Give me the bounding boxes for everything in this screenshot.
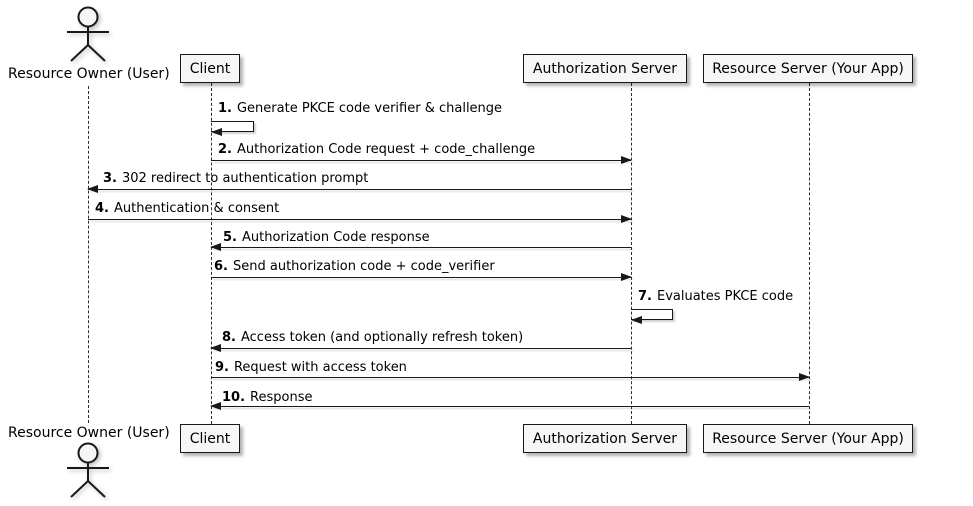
message-label-8: 8.Access token (and optionally refresh t… xyxy=(222,330,524,345)
message-self-arrow-7 xyxy=(631,309,673,324)
message-label-2: 2.Authorization Code request + code_chal… xyxy=(218,142,536,157)
lifeline-client xyxy=(211,83,212,424)
arrowhead-left-icon xyxy=(211,128,222,136)
message-label-4: 4.Authentication & consent xyxy=(95,201,280,216)
arrowhead-left-icon xyxy=(87,185,98,193)
message-self-arrow-1 xyxy=(211,121,254,136)
actor-figure-icon xyxy=(67,442,109,498)
message-label-6: 6.Send authorization code + code_verifie… xyxy=(214,259,495,274)
arrowhead-left-icon xyxy=(631,316,642,324)
arrowhead-left-icon xyxy=(210,344,221,352)
arrowhead-right-icon xyxy=(621,273,632,281)
participant-authorization-server-bottom: Authorization Server xyxy=(523,424,687,453)
participant-resource-server-bottom: Resource Server (Your App) xyxy=(703,424,913,453)
participant-client-bottom: Client xyxy=(180,424,240,453)
message-arrow-3 xyxy=(87,185,631,193)
participant-resource-server-top: Resource Server (Your App) xyxy=(703,54,913,83)
message-arrow-8 xyxy=(210,344,631,352)
arrowhead-right-icon xyxy=(799,373,810,381)
message-label-1: 1.Generate PKCE code verifier & challeng… xyxy=(218,101,503,116)
message-arrow-2 xyxy=(211,156,632,164)
actor-label-bottom: Resource Owner (User) xyxy=(8,425,170,441)
participant-authorization-server-top: Authorization Server xyxy=(523,54,687,83)
arrowhead-left-icon xyxy=(210,243,221,251)
arrowhead-right-icon xyxy=(621,215,632,223)
arrowhead-left-icon xyxy=(210,402,221,410)
actor-figure-icon xyxy=(67,6,109,62)
message-label-3: 3.302 redirect to authentication prompt xyxy=(103,171,369,186)
message-arrow-5 xyxy=(210,243,631,251)
lifeline-resource-owner xyxy=(88,86,89,423)
message-arrow-9 xyxy=(211,373,810,381)
participant-client-top: Client xyxy=(180,54,240,83)
message-arrow-6 xyxy=(211,273,632,281)
message-label-5: 5.Authorization Code response xyxy=(223,230,430,245)
message-label-10: 10.Response xyxy=(222,390,313,405)
message-arrow-4 xyxy=(88,215,632,223)
arrowhead-right-icon xyxy=(621,156,632,164)
message-label-7: 7.Evaluates PKCE code xyxy=(638,289,794,304)
lifeline-resource-server xyxy=(809,83,810,424)
actor-label-top: Resource Owner (User) xyxy=(8,66,170,82)
lifeline-authorization-server xyxy=(631,83,632,424)
message-label-9: 9.Request with access token xyxy=(215,360,407,375)
message-arrow-10 xyxy=(210,402,809,410)
